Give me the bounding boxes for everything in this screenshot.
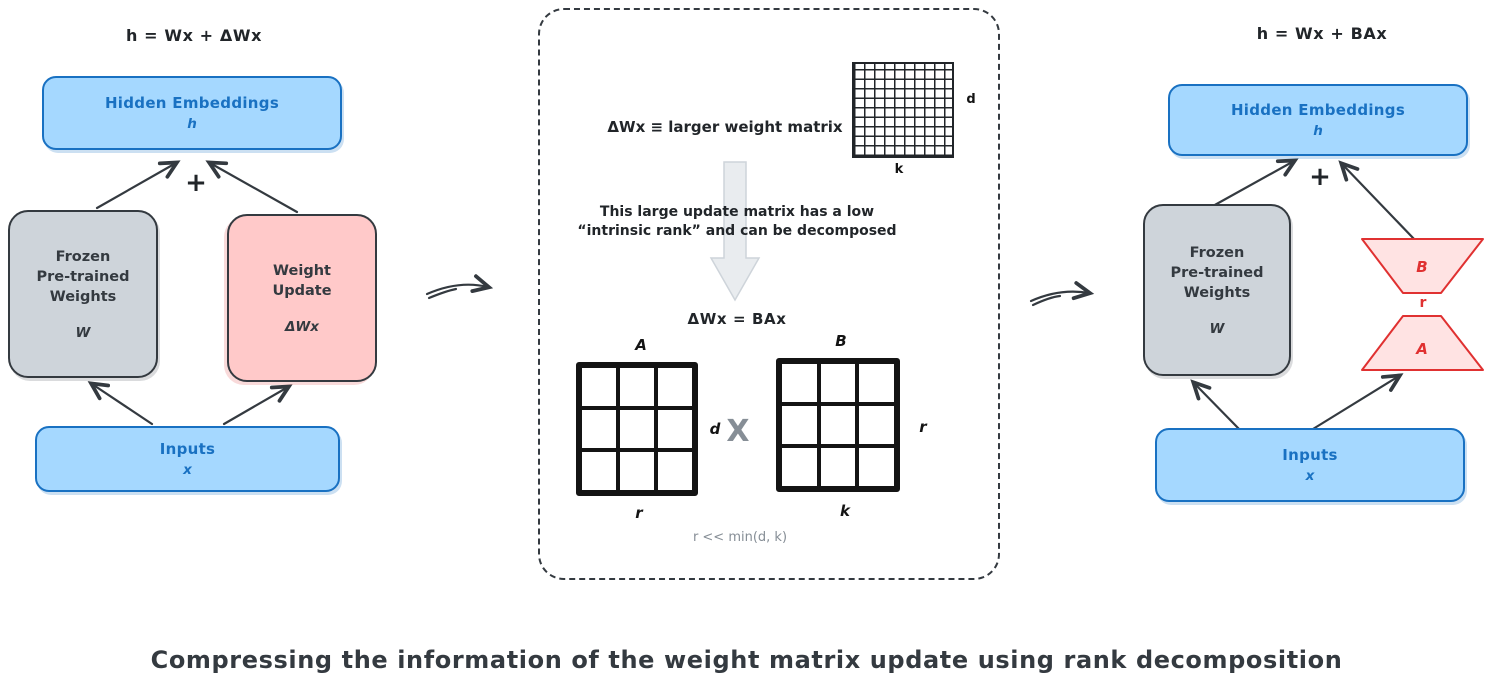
rank-r-label: r xyxy=(1419,295,1427,311)
arrow-left-to-middle xyxy=(425,274,494,296)
matrix-b-dim-k: k xyxy=(840,502,850,520)
matrix-cell xyxy=(857,362,896,404)
rank-note: r << min(d, k) xyxy=(692,530,788,545)
matrix-cell xyxy=(618,408,656,450)
matrix-cell xyxy=(818,362,858,404)
left-formula: h = Wx + ΔWx xyxy=(125,26,262,45)
decompose-block-arrow xyxy=(709,161,761,302)
frozen-weights-sub-left: W xyxy=(75,325,91,342)
lora-a-label: A xyxy=(1415,340,1428,358)
inputs-label-right: Inputs xyxy=(1282,446,1338,464)
hidden-embeddings-label-left: Hidden Embeddings xyxy=(104,94,280,112)
inputs-box-right: Inputs x xyxy=(1155,428,1465,502)
hidden-embeddings-box-right: Hidden Embeddings h xyxy=(1168,84,1468,156)
matrix-cell xyxy=(857,446,896,488)
matrix-b-label: B xyxy=(835,332,847,350)
matrix-a-dim-r: r xyxy=(635,504,643,522)
dense-matrix-dim-k: k xyxy=(894,162,904,177)
matrix-b-dim-r: r xyxy=(919,418,927,436)
matrix-cell xyxy=(818,446,858,488)
matrix-cell xyxy=(857,404,896,446)
matrix-cell xyxy=(618,450,656,492)
frozen-weights-sub-right: W xyxy=(1209,321,1225,338)
frozen-line2: Pre-trained xyxy=(36,268,130,285)
diagram-caption: Compressing the information of the weigh… xyxy=(150,646,1343,674)
matrix-a-grid xyxy=(576,362,698,496)
arrow-update-to-sum-left xyxy=(205,160,299,214)
inputs-sub-left: x xyxy=(183,462,192,478)
inputs-box-left: Inputs x xyxy=(35,426,340,492)
weight-update-label: Weight Update xyxy=(272,261,331,302)
lora-a-trapezoid: A xyxy=(1361,315,1484,371)
arrow-middle-to-right-sketch xyxy=(1031,294,1062,307)
matrix-cell xyxy=(656,366,694,408)
lora-b-trapezoid: B xyxy=(1361,238,1484,294)
arrow-inputs-to-frozen-left xyxy=(87,381,154,426)
frozen-line1: Frozen xyxy=(1189,244,1245,261)
multiply-symbol: X xyxy=(726,414,750,449)
arrow-inputs-to-a-right xyxy=(1311,373,1404,431)
matrix-cell xyxy=(780,404,819,446)
decomposition-formula: ΔWx = BAx xyxy=(687,310,787,328)
hidden-embeddings-label-right: Hidden Embeddings xyxy=(1230,101,1406,119)
explanation-line1: This large update matrix has a low xyxy=(599,204,875,220)
matrix-a-dim-d: d xyxy=(709,420,721,438)
arrow-inputs-to-update-left xyxy=(222,384,293,426)
large-weight-matrix xyxy=(852,62,954,158)
weight-update-box: Weight Update ΔWx xyxy=(227,214,377,382)
frozen-line3: Weights xyxy=(49,289,117,306)
arrow-b-to-sum-right xyxy=(1338,160,1417,242)
arrow-middle-to-right xyxy=(1029,281,1095,303)
explanation-line2: “intrinsic rank” and can be decomposed xyxy=(577,223,897,239)
update-line1: Weight xyxy=(273,262,331,279)
frozen-weights-box-left: Frozen Pre-trained Weights W xyxy=(8,210,158,378)
weight-update-sub: ΔWx xyxy=(284,319,320,336)
matrix-cell xyxy=(656,450,694,492)
matrix-b-grid xyxy=(776,358,900,492)
dense-matrix-dim-d: d xyxy=(966,92,976,107)
hidden-embeddings-sub-right: h xyxy=(1313,123,1323,139)
matrix-cell xyxy=(580,408,618,450)
matrix-cell xyxy=(780,446,819,488)
matrix-cell xyxy=(618,366,656,408)
frozen-weights-label-right: Frozen Pre-trained Weights xyxy=(1170,243,1263,304)
update-line2: Update xyxy=(272,283,332,299)
decomposition-panel xyxy=(538,8,1000,580)
inputs-label-left: Inputs xyxy=(159,440,216,458)
matrix-cell xyxy=(580,450,618,492)
frozen-line3: Weights xyxy=(1183,285,1251,302)
arrow-left-to-middle-sketch xyxy=(427,287,458,300)
frozen-weights-box-right: Frozen Pre-trained Weights W xyxy=(1143,204,1291,376)
matrix-definition: ΔWx ≡ larger weight matrix xyxy=(607,118,843,136)
arrow-frozen-to-sum-right xyxy=(1211,158,1299,208)
right-formula: h = Wx + BAx xyxy=(1256,24,1388,43)
frozen-line1: Frozen xyxy=(55,248,111,265)
frozen-weights-label-left: Frozen Pre-trained Weights xyxy=(36,247,129,308)
matrix-cell xyxy=(656,408,694,450)
sum-symbol-right: + xyxy=(1309,162,1331,192)
hidden-embeddings-box-left: Hidden Embeddings h xyxy=(42,76,342,150)
frozen-line2: Pre-trained xyxy=(1170,264,1264,281)
matrix-cell xyxy=(580,366,618,408)
arrow-inputs-to-frozen-right xyxy=(1190,379,1242,432)
arrow-frozen-to-sum-left xyxy=(95,160,181,210)
matrix-a-label: A xyxy=(635,336,647,354)
sum-symbol-left: + xyxy=(185,168,207,198)
inputs-sub-right: x xyxy=(1305,468,1315,484)
matrix-cell xyxy=(818,404,858,446)
lora-b-label: B xyxy=(1416,258,1427,276)
matrix-cell xyxy=(780,362,819,404)
hidden-embeddings-sub-left: h xyxy=(187,116,197,132)
